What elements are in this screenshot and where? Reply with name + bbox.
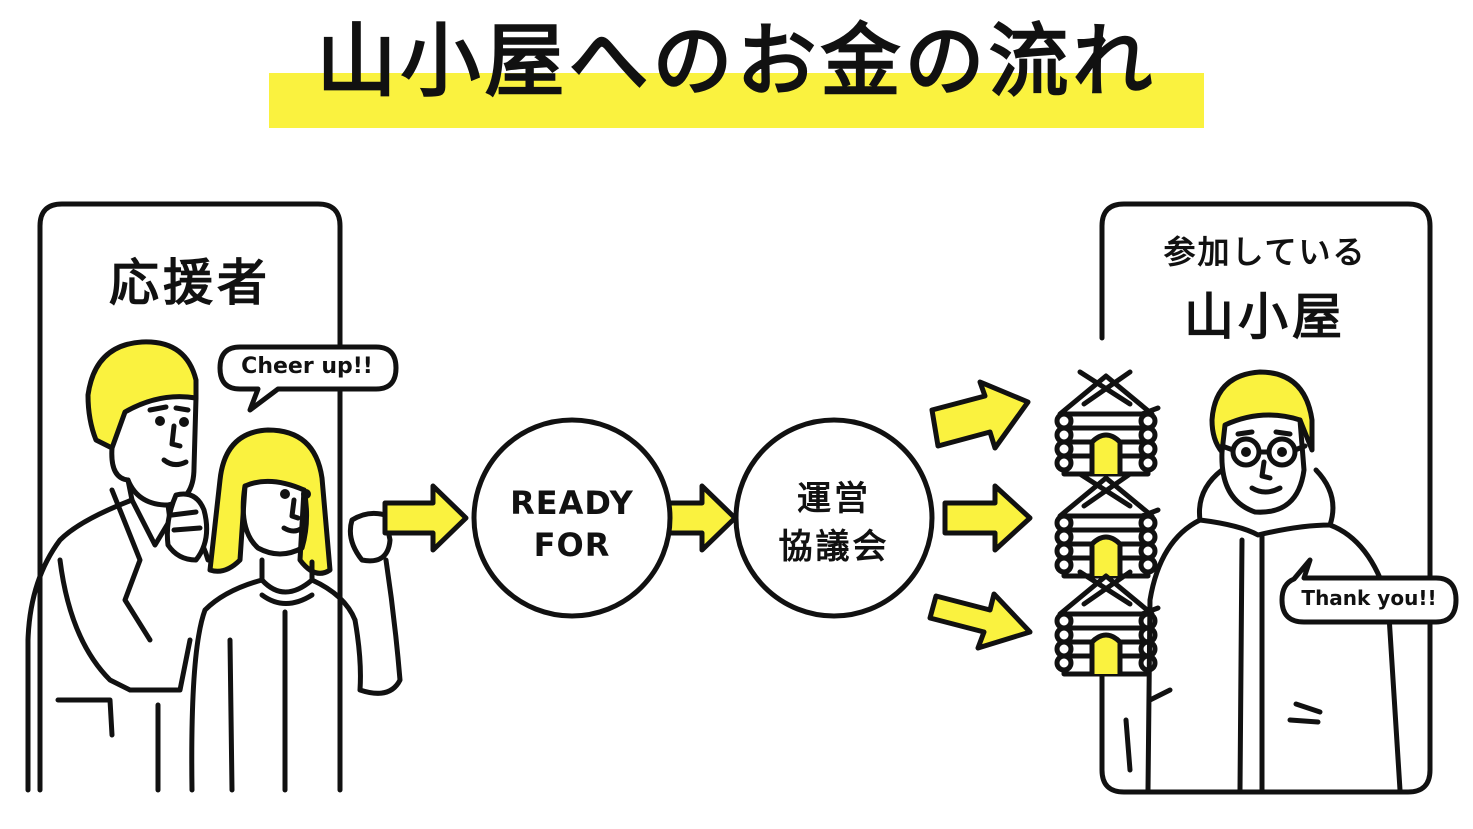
readyfor-label: READY FOR bbox=[474, 482, 670, 566]
huts-title-line1: 参加している bbox=[1163, 233, 1367, 271]
title-highlight bbox=[269, 73, 1204, 128]
speech-bubble-icon bbox=[217, 344, 399, 413]
mountain-hut-icon bbox=[1054, 471, 1161, 579]
thanks-speech-text: Thank you!! bbox=[1301, 586, 1437, 610]
arrow-right-icon bbox=[942, 483, 1033, 553]
council-label: 運営 協議会 bbox=[736, 475, 932, 571]
speech-bubble-icon bbox=[1279, 557, 1459, 625]
arrow-right-icon bbox=[382, 483, 469, 553]
man-supporter bbox=[25, 339, 211, 793]
cheer-speech-text: Cheer up!! bbox=[241, 354, 373, 379]
woman-supporter bbox=[189, 427, 403, 793]
mountain-hut-icon bbox=[1054, 569, 1161, 677]
arrow-right-icon bbox=[929, 379, 1031, 451]
readyfor-node bbox=[471, 417, 673, 619]
huts-panel bbox=[1099, 201, 1433, 795]
arrow-right-icon bbox=[927, 591, 1033, 651]
hut-keeper bbox=[1123, 369, 1403, 793]
huts-title-line2: 山小屋 bbox=[1184, 288, 1346, 346]
council-line1: 運営 bbox=[797, 479, 871, 519]
readyfor-line1: READY bbox=[510, 484, 634, 522]
council-line2: 協議会 bbox=[778, 527, 890, 567]
readyfor-line2: FOR bbox=[533, 526, 611, 564]
council-node bbox=[733, 417, 935, 619]
mountain-hut-icon bbox=[1054, 369, 1161, 477]
supporters-title: 応援者 bbox=[109, 254, 271, 312]
page-title: 山小屋へのお金の流れ bbox=[316, 15, 1157, 108]
supporters-panel bbox=[37, 201, 343, 793]
